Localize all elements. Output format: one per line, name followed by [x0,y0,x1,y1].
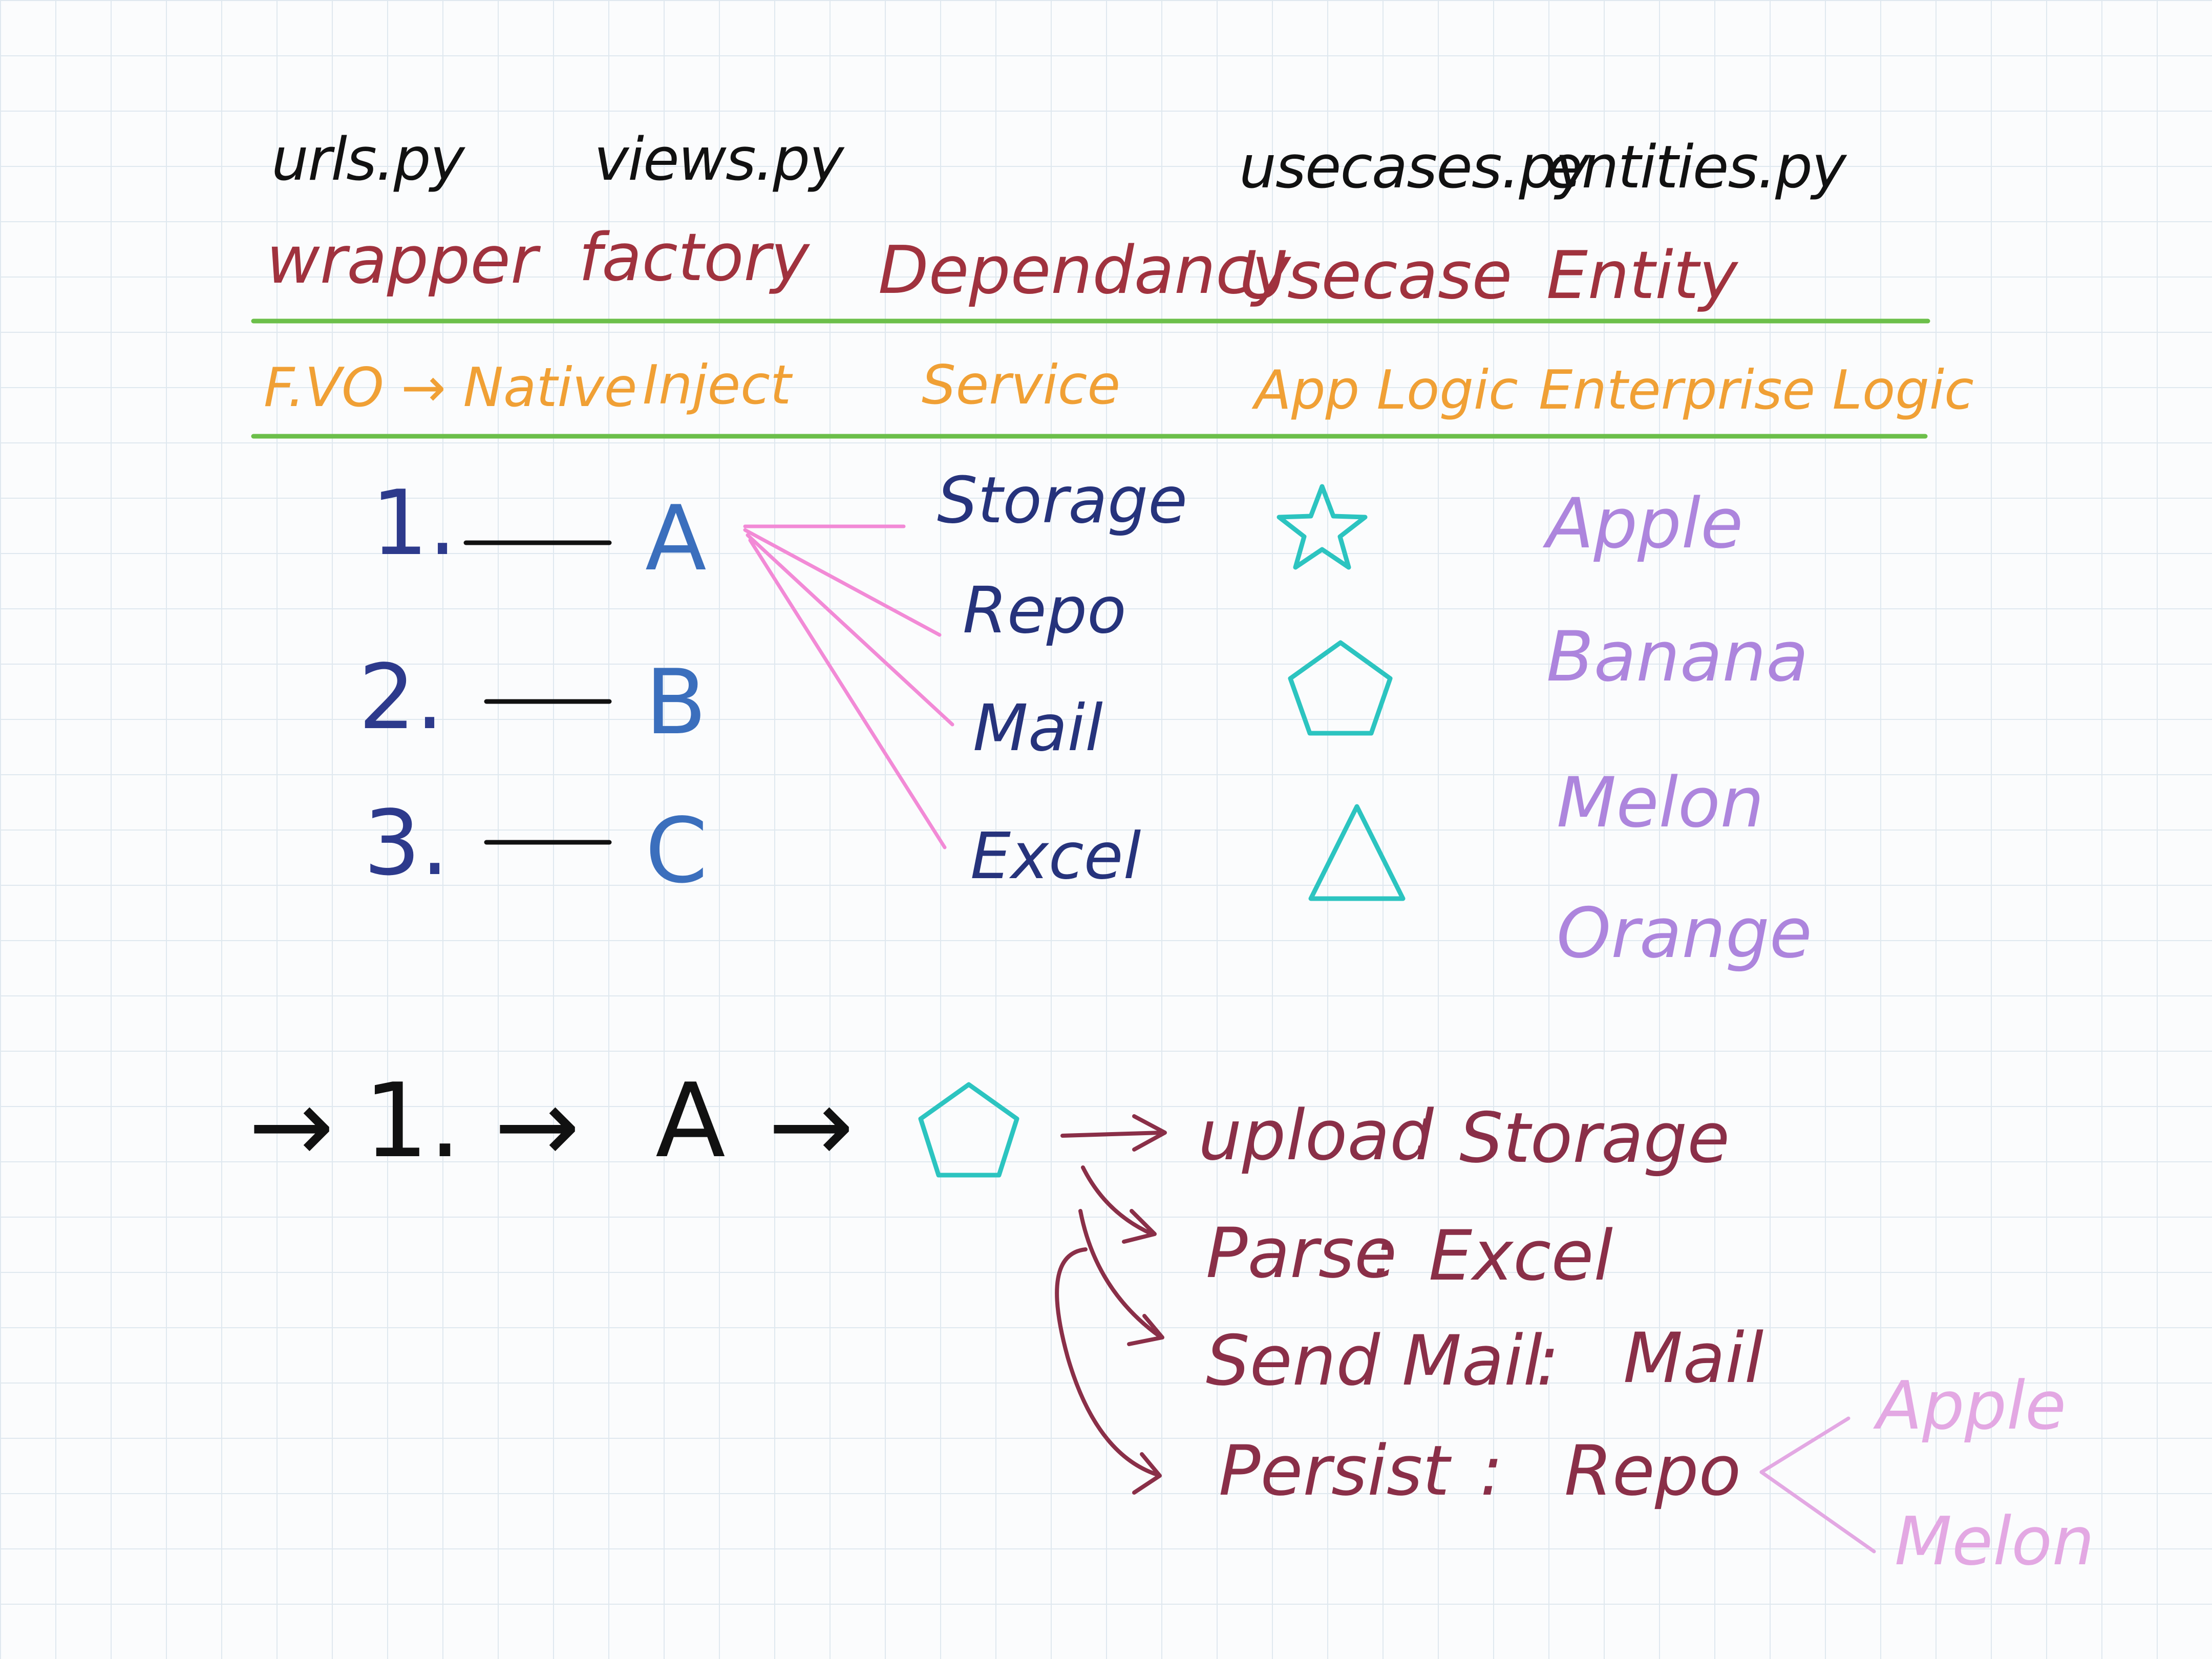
factory-a: A [645,487,707,591]
step-persist-dependency: Repo [1564,1431,1741,1511]
step-persist-sep: : [1480,1431,1503,1511]
flow-pentagon-icon [918,1082,1019,1178]
file-label-urls: urls.py [271,125,465,194]
entity-orange: Orange [1557,893,1812,973]
wrapper-2: 2. [358,646,444,750]
wrapper-3: 3. [364,792,449,896]
triangle-icon [1308,804,1406,901]
layer-role-usecase: Usecase [1239,238,1513,314]
flow-wrapper: 1. [364,1061,461,1181]
file-label-views: views.py [594,125,844,194]
dependency-mail: Mail [973,691,1103,765]
step-upload-dependency: Storage [1459,1098,1730,1178]
entity-banana: Banana [1546,616,1809,697]
factory-c: C [645,799,708,903]
step-parse-sep: : [1372,1213,1396,1293]
dependency-storage: Storage [937,463,1188,538]
step-persist-action: Persist [1219,1431,1450,1511]
flow-arrow-3: → [768,1067,854,1186]
file-label-entities: entities.py [1546,133,1846,202]
pentagon-icon [1288,640,1393,736]
star-icon [1277,484,1368,570]
step-arrows [1055,1114,1167,1495]
repo-entity-apple: Apple [1877,1367,2067,1444]
layer-role-dependancy: Dependancy [878,232,1291,309]
factory-dependency-links [743,524,954,849]
step-upload-action: upload [1198,1095,1434,1176]
repo-entity-links [1759,1416,1876,1554]
step-sendmail-dependency: Mail [1623,1318,1764,1398]
layer-desc-factory: Inject [643,354,792,416]
flow-factory: A [655,1061,726,1181]
layer-desc-wrapper: F.VO → Native [264,356,637,419]
step-sendmail-sep: : [1536,1321,1560,1401]
dependency-repo: Repo [963,573,1126,648]
entity-apple: Apple [1546,483,1743,564]
layer-role-entity: Entity [1546,238,1738,314]
flow-arrow-2: → [494,1067,580,1186]
step-parse-dependency: Excel [1429,1216,1613,1296]
step-sendmail-action: Send Mail [1206,1321,1543,1401]
step-parse-action: Parse [1206,1213,1397,1293]
factory-b: B [645,651,707,755]
repo-entity-melon: Melon [1895,1502,2095,1580]
layer-role-wrapper: wrapper [266,222,538,299]
flow-arrow-1: → [248,1067,334,1186]
wrapper-1: 1. [371,472,457,576]
layer-desc-dependancy: Service [922,354,1121,416]
layer-desc-entity: Enterprise Logic [1539,359,1974,421]
layer-role-factory: factory [579,220,810,296]
entity-melon: Melon [1557,762,1764,843]
step-upload-sep: : [1413,1090,1437,1171]
dependency-excel: Excel [970,819,1141,894]
layer-desc-usecase: App Logic [1254,359,1518,421]
file-label-usecases: usecases.py [1239,133,1590,202]
